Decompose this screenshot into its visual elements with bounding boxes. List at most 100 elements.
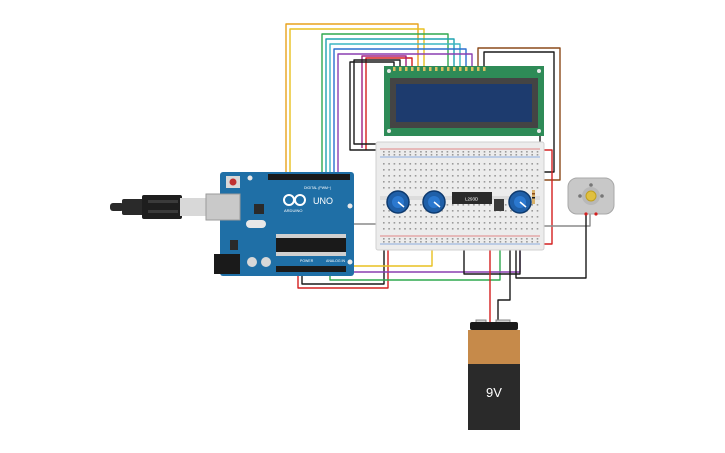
breadboard-hole <box>383 187 385 189</box>
breadboard-hole <box>510 238 512 240</box>
lcd-pin[interactable] <box>453 67 456 71</box>
lcd-pin[interactable] <box>429 67 432 71</box>
breadboard-hole <box>441 210 443 212</box>
lcd-pin[interactable] <box>465 67 468 71</box>
breadboard-hole <box>404 175 406 177</box>
breadboard-hole <box>467 241 470 243</box>
breadboard-hole <box>473 151 475 153</box>
lcd-pin[interactable] <box>471 67 474 71</box>
lcd-pin[interactable] <box>417 67 420 71</box>
breadboard-hole <box>457 222 459 224</box>
wire-black-motor[interactable] <box>515 214 587 279</box>
breadboard-hole <box>420 169 422 171</box>
lcd-pin[interactable] <box>441 67 444 71</box>
wire-purple-lcd[interactable] <box>361 55 407 148</box>
breadboard-hole <box>499 222 502 224</box>
lcd-pin[interactable] <box>459 67 462 71</box>
wire-red-lcd[interactable] <box>365 57 413 150</box>
breadboard-hole <box>404 169 406 171</box>
reset-button[interactable] <box>229 178 237 186</box>
breadboard-hole <box>436 228 438 230</box>
arduino-uno[interactable]: UNO ARDUINO DIGITAL (PWM~) POWER ANALOG … <box>205 172 354 276</box>
wire-orange[interactable] <box>285 23 419 178</box>
wire-purple[interactable] <box>337 53 473 178</box>
lcd-pin[interactable] <box>393 67 396 71</box>
resistor[interactable] <box>532 190 535 204</box>
lcd-pin[interactable] <box>399 67 402 71</box>
breadboard-hole <box>531 175 533 177</box>
breadboard-hole <box>483 175 486 177</box>
breadboard-hole <box>504 210 507 212</box>
breadboard-hole <box>393 154 396 156</box>
wire-black-lcd2[interactable] <box>349 61 395 151</box>
breadboard-hole <box>483 169 486 171</box>
breadboard-hole <box>531 216 533 218</box>
wire-black-arduino-gnd[interactable] <box>301 240 385 285</box>
breadboard-hole <box>404 154 406 156</box>
breadboard-hole <box>414 169 417 171</box>
breadboard-hole <box>398 169 401 171</box>
breadboard-hole <box>451 238 454 240</box>
breadboard-hole <box>446 175 449 177</box>
breadboard-hole <box>510 169 512 171</box>
potentiometer-2[interactable] <box>422 190 446 214</box>
breadboard-hole <box>510 210 512 212</box>
breadboard-hole <box>504 169 507 171</box>
breadboard-hole <box>515 151 518 153</box>
potentiometer-3[interactable] <box>508 190 532 214</box>
breadboard-hole <box>504 222 507 224</box>
breadboard-hole <box>526 238 528 240</box>
ic-label: L293D <box>465 197 479 202</box>
breadboard-hole <box>451 216 454 218</box>
dc-motor[interactable] <box>567 177 615 216</box>
breadboard-hole <box>451 222 454 224</box>
wire-brown-lcd[interactable] <box>477 47 561 181</box>
breadboard-hole <box>526 154 528 156</box>
breadboard-hole <box>515 175 518 177</box>
breadboard-hole <box>462 154 465 156</box>
lcd-pin[interactable] <box>411 67 414 71</box>
breadboard-hole <box>393 216 396 218</box>
lcd-pin-header[interactable] <box>393 67 486 71</box>
wire-black-lcd-right[interactable] <box>483 51 555 173</box>
potentiometer-1[interactable] <box>386 190 410 214</box>
motor-terminal-pos[interactable] <box>594 212 598 216</box>
breadboard-hole <box>425 181 427 183</box>
wire-green[interactable] <box>321 33 449 178</box>
digital-header[interactable] <box>268 174 350 180</box>
lcd-pin[interactable] <box>483 67 486 71</box>
lcd-pin[interactable] <box>477 67 480 71</box>
usb-cable[interactable] <box>110 195 206 219</box>
breadboard-hole <box>451 181 454 183</box>
wire-red-arduino-power[interactable] <box>297 242 389 289</box>
breadboard-hole <box>510 154 512 156</box>
crystal <box>246 220 266 228</box>
breadboard-hole <box>393 151 396 153</box>
breadboard-hole <box>531 154 533 156</box>
breadboard-hole <box>425 187 427 189</box>
battery-9v[interactable]: 9V <box>468 319 520 430</box>
motor-terminal-neg[interactable] <box>584 212 588 216</box>
lcd-pin[interactable] <box>423 67 426 71</box>
wire-blue[interactable] <box>333 48 467 178</box>
wire-teal2[interactable] <box>329 43 461 178</box>
wire-black-lcd[interactable] <box>353 59 401 145</box>
breadboard-hole <box>478 228 480 230</box>
l293d-chip[interactable]: L293D <box>452 192 492 204</box>
breadboard-hole <box>462 169 465 171</box>
lcd-pin[interactable] <box>405 67 408 71</box>
wire-black-battery[interactable] <box>497 240 511 322</box>
breadboard-hole <box>510 216 512 218</box>
breadboard-hole <box>494 169 496 171</box>
wire-gray-motor[interactable] <box>528 214 591 227</box>
power-analog-header[interactable] <box>276 266 346 272</box>
lcd-pin[interactable] <box>435 67 438 71</box>
lcd-display[interactable] <box>384 66 544 136</box>
breadboard-hole <box>393 181 396 183</box>
breadboard-hole <box>446 210 449 212</box>
breadboard-hole <box>404 181 406 183</box>
breadboard-hole <box>409 187 412 189</box>
breadboard-hole <box>430 154 433 156</box>
lcd-pin[interactable] <box>447 67 450 71</box>
